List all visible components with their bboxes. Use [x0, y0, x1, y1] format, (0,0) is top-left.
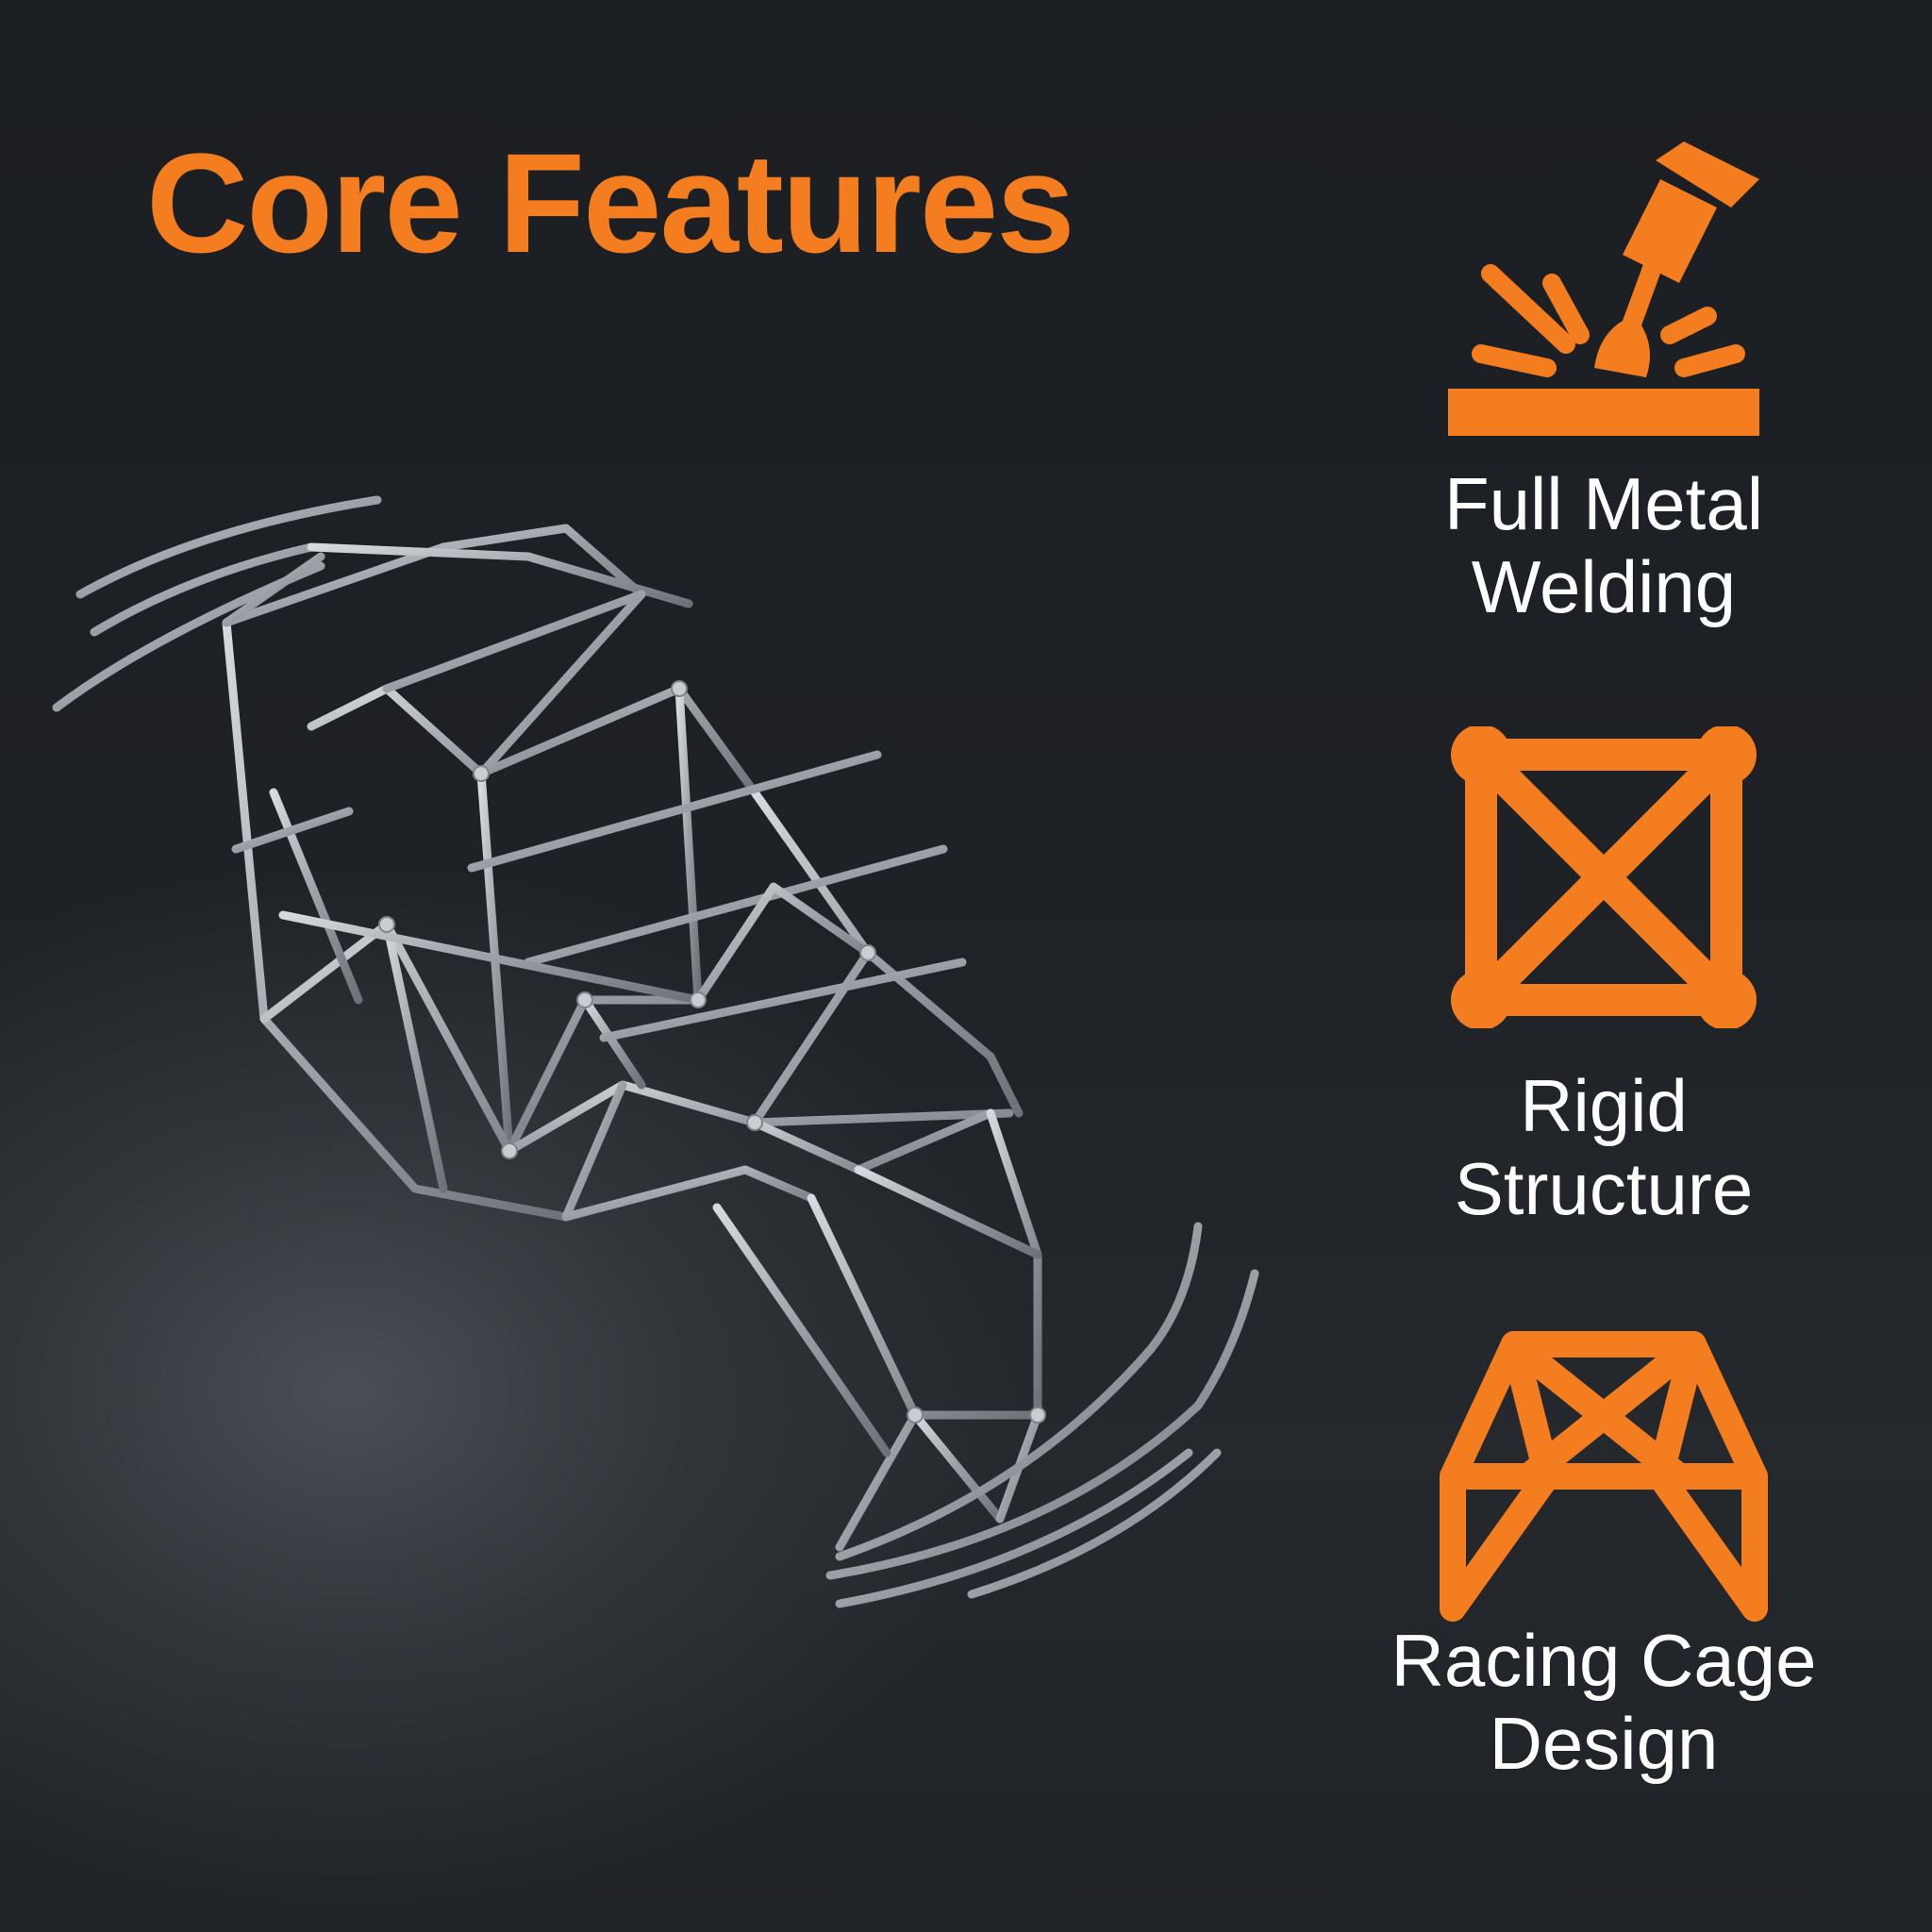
roll-cage-image	[52, 495, 1259, 1608]
feature-label-racing-cage: Racing Cage Design	[1391, 1619, 1817, 1785]
braced-frame-icon	[1451, 726, 1757, 1028]
page-title: Core Features	[146, 124, 1075, 282]
feature-label-welding: Full Metal Welding	[1443, 462, 1764, 628]
welding-torch-icon	[1448, 142, 1759, 436]
roll-cage-icon	[1440, 1331, 1768, 1622]
feature-label-rigid: Rigid Structure	[1454, 1064, 1754, 1230]
